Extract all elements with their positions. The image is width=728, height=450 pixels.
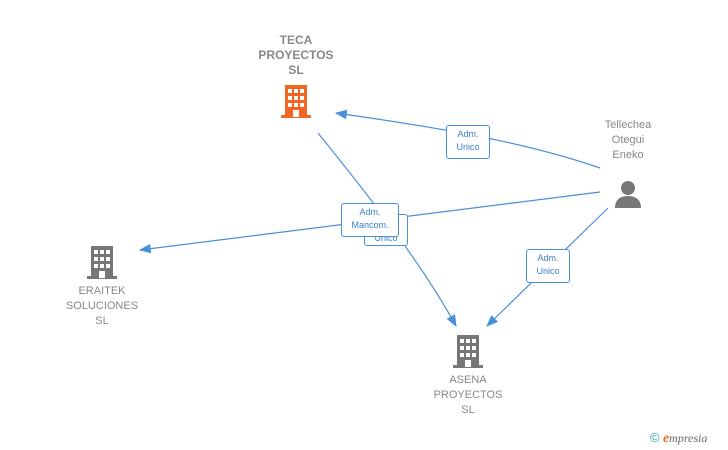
edge-label-adm-unico-teca[interactable]: Adm. Unico [446,125,490,159]
edge-label-adm-mancom[interactable]: Adm. Mancom. [341,203,399,237]
node-eraitek-soluciones[interactable]: ERAITEK SOLUCIONES SL [52,244,152,329]
node-label: TECA PROYECTOS SL [258,33,334,77]
brand-text: empresia [662,431,708,446]
person-icon [615,181,641,208]
node-asena-proyectos[interactable]: ASENA PROYECTOS SL [420,333,516,418]
node-label: ERAITEK SOLUCIONES SL [65,285,139,327]
building-icon [453,335,483,368]
edge-label-adm-unico-asena[interactable]: Adm. Unico [526,249,570,283]
node-label: ASENA PROYECTOS SL [433,374,503,416]
building-icon [281,85,311,118]
building-icon [87,246,117,279]
empresia-logo: © empresia [650,430,707,447]
node-label: Tellechea Otegui Eneko [604,119,652,161]
node-tellechea-otegui-eneko[interactable]: Tellechea Otegui Eneko [586,118,670,209]
node-teca-proyectos[interactable]: TECA PROYECTOS SL [248,33,344,119]
copyright-icon: © [650,430,660,445]
